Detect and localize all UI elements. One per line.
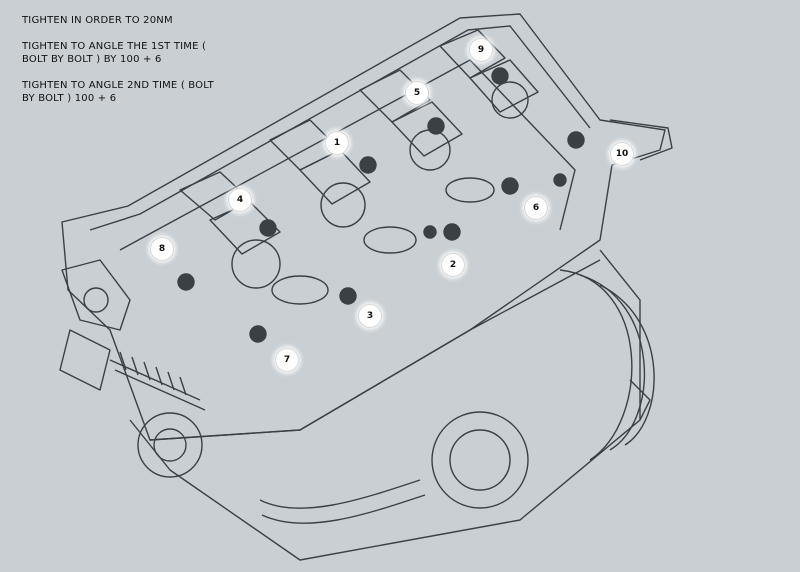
bolt-callout-6: 6 xyxy=(524,196,548,220)
bolt-callout-1: 1 xyxy=(325,131,349,155)
bolt-callout-5: 5 xyxy=(405,81,429,105)
bolt-callout-3: 3 xyxy=(358,304,382,328)
engine-block xyxy=(129,249,641,561)
bolt-callout-9: 9 xyxy=(469,38,493,62)
bolt-callout-7: 7 xyxy=(275,348,299,372)
bolt-callout-10: 10 xyxy=(610,142,634,166)
instruction-step-1: TIGHTEN IN ORDER TO 20NM xyxy=(22,15,173,26)
bolt-callout-4: 4 xyxy=(228,188,252,212)
tightening-instructions: TIGHTEN IN ORDER TO 20NM TIGHTEN TO ANGL… xyxy=(22,14,214,118)
instruction-step-2: TIGHTEN TO ANGLE THE 1ST TIME ( BOLT BY … xyxy=(22,41,207,65)
bolt-callout-8: 8 xyxy=(150,237,174,261)
instruction-step-3: TIGHTEN TO ANGLE 2ND TIME ( BOLT BY BOLT… xyxy=(22,80,214,104)
bolt-callout-2: 2 xyxy=(441,253,465,277)
head-top-edge xyxy=(89,25,591,231)
